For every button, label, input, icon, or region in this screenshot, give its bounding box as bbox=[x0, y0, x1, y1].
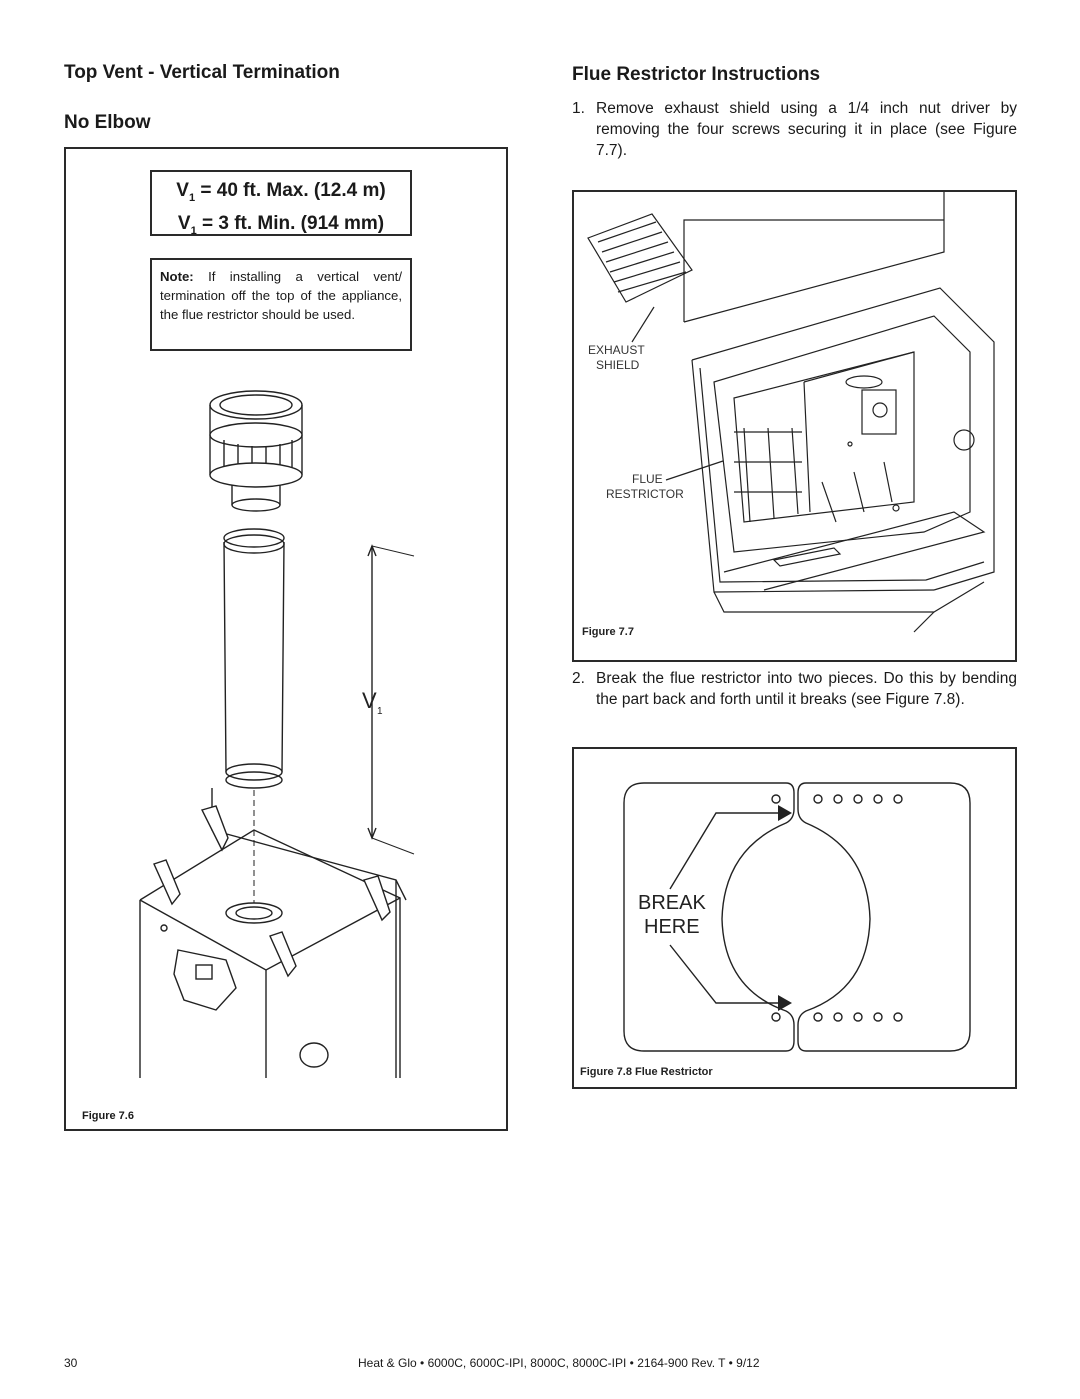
flue-restrictor-label-2: RESTRICTOR bbox=[606, 487, 684, 501]
exhaust-shield-label-1: EXHAUST bbox=[588, 343, 645, 357]
step-2: 2. Break the flue restrictor into two pi… bbox=[572, 670, 1017, 708]
vent-min-line: V1 = 3 ft. Min. (914 mm) bbox=[177, 212, 385, 237]
footer-doc-info: Heat & Glo • 6000C, 6000C-IPI, 8000C, 80… bbox=[358, 1356, 760, 1370]
section-title-top-vent: Top Vent - Vertical Termination bbox=[64, 62, 340, 83]
vent-max-line: V1 = 40 ft. Max. (12.4 m) bbox=[176, 180, 386, 204]
note-label: Note: bbox=[160, 269, 194, 284]
figure-7-6-caption: Figure 7.6 bbox=[82, 1110, 134, 1122]
v1-dimension-label: V bbox=[362, 688, 377, 713]
step-1: 1. Remove exhaust shield using a 1/4 inc… bbox=[572, 100, 1017, 159]
flue-restrictor-label-1: FLUE bbox=[632, 472, 663, 486]
exhaust-shield-label-2: SHIELD bbox=[596, 358, 640, 372]
section-subtitle-no-elbow: No Elbow bbox=[64, 112, 151, 133]
step-1-text: Remove exhaust shield using a 1/4 inch n… bbox=[596, 100, 1017, 159]
page-number: 30 bbox=[64, 1356, 78, 1370]
vent-max-text: = 40 ft. Max. (12.4 m) bbox=[200, 180, 386, 201]
break-here-label-1: BREAK bbox=[638, 892, 706, 914]
vent-length-box: V1 = 40 ft. Max. (12.4 m) V1 = 3 ft. Min… bbox=[150, 170, 412, 237]
figure-7-8-drawing: BREAK HERE Figure 7.8 Flue Restrictor bbox=[580, 782, 971, 1078]
vent-min-text: = 3 ft. Min. (914 mm) bbox=[201, 212, 385, 234]
svg-text:1: 1 bbox=[377, 706, 383, 717]
figure-7-7-caption: Figure 7.7 bbox=[582, 626, 634, 638]
figure-7-7-drawing: EXHAUST SHIELD FLUE RESTRICTOR Figure 7.… bbox=[582, 192, 995, 638]
step-2-text: Break the flue restrictor into two piece… bbox=[596, 670, 1017, 708]
figure-7-8-caption: Figure 7.8 Flue Restrictor bbox=[580, 1066, 713, 1078]
note-text: If installing a vertical vent/ terminati… bbox=[160, 269, 402, 322]
note-box: Note: If installing a vertical vent/ ter… bbox=[150, 258, 412, 351]
break-here-label-2: HERE bbox=[644, 916, 700, 938]
section-title-flue-restrictor: Flue Restrictor Instructions bbox=[572, 64, 821, 85]
figure-7-6-vent-drawing: V 1 bbox=[139, 390, 415, 1078]
